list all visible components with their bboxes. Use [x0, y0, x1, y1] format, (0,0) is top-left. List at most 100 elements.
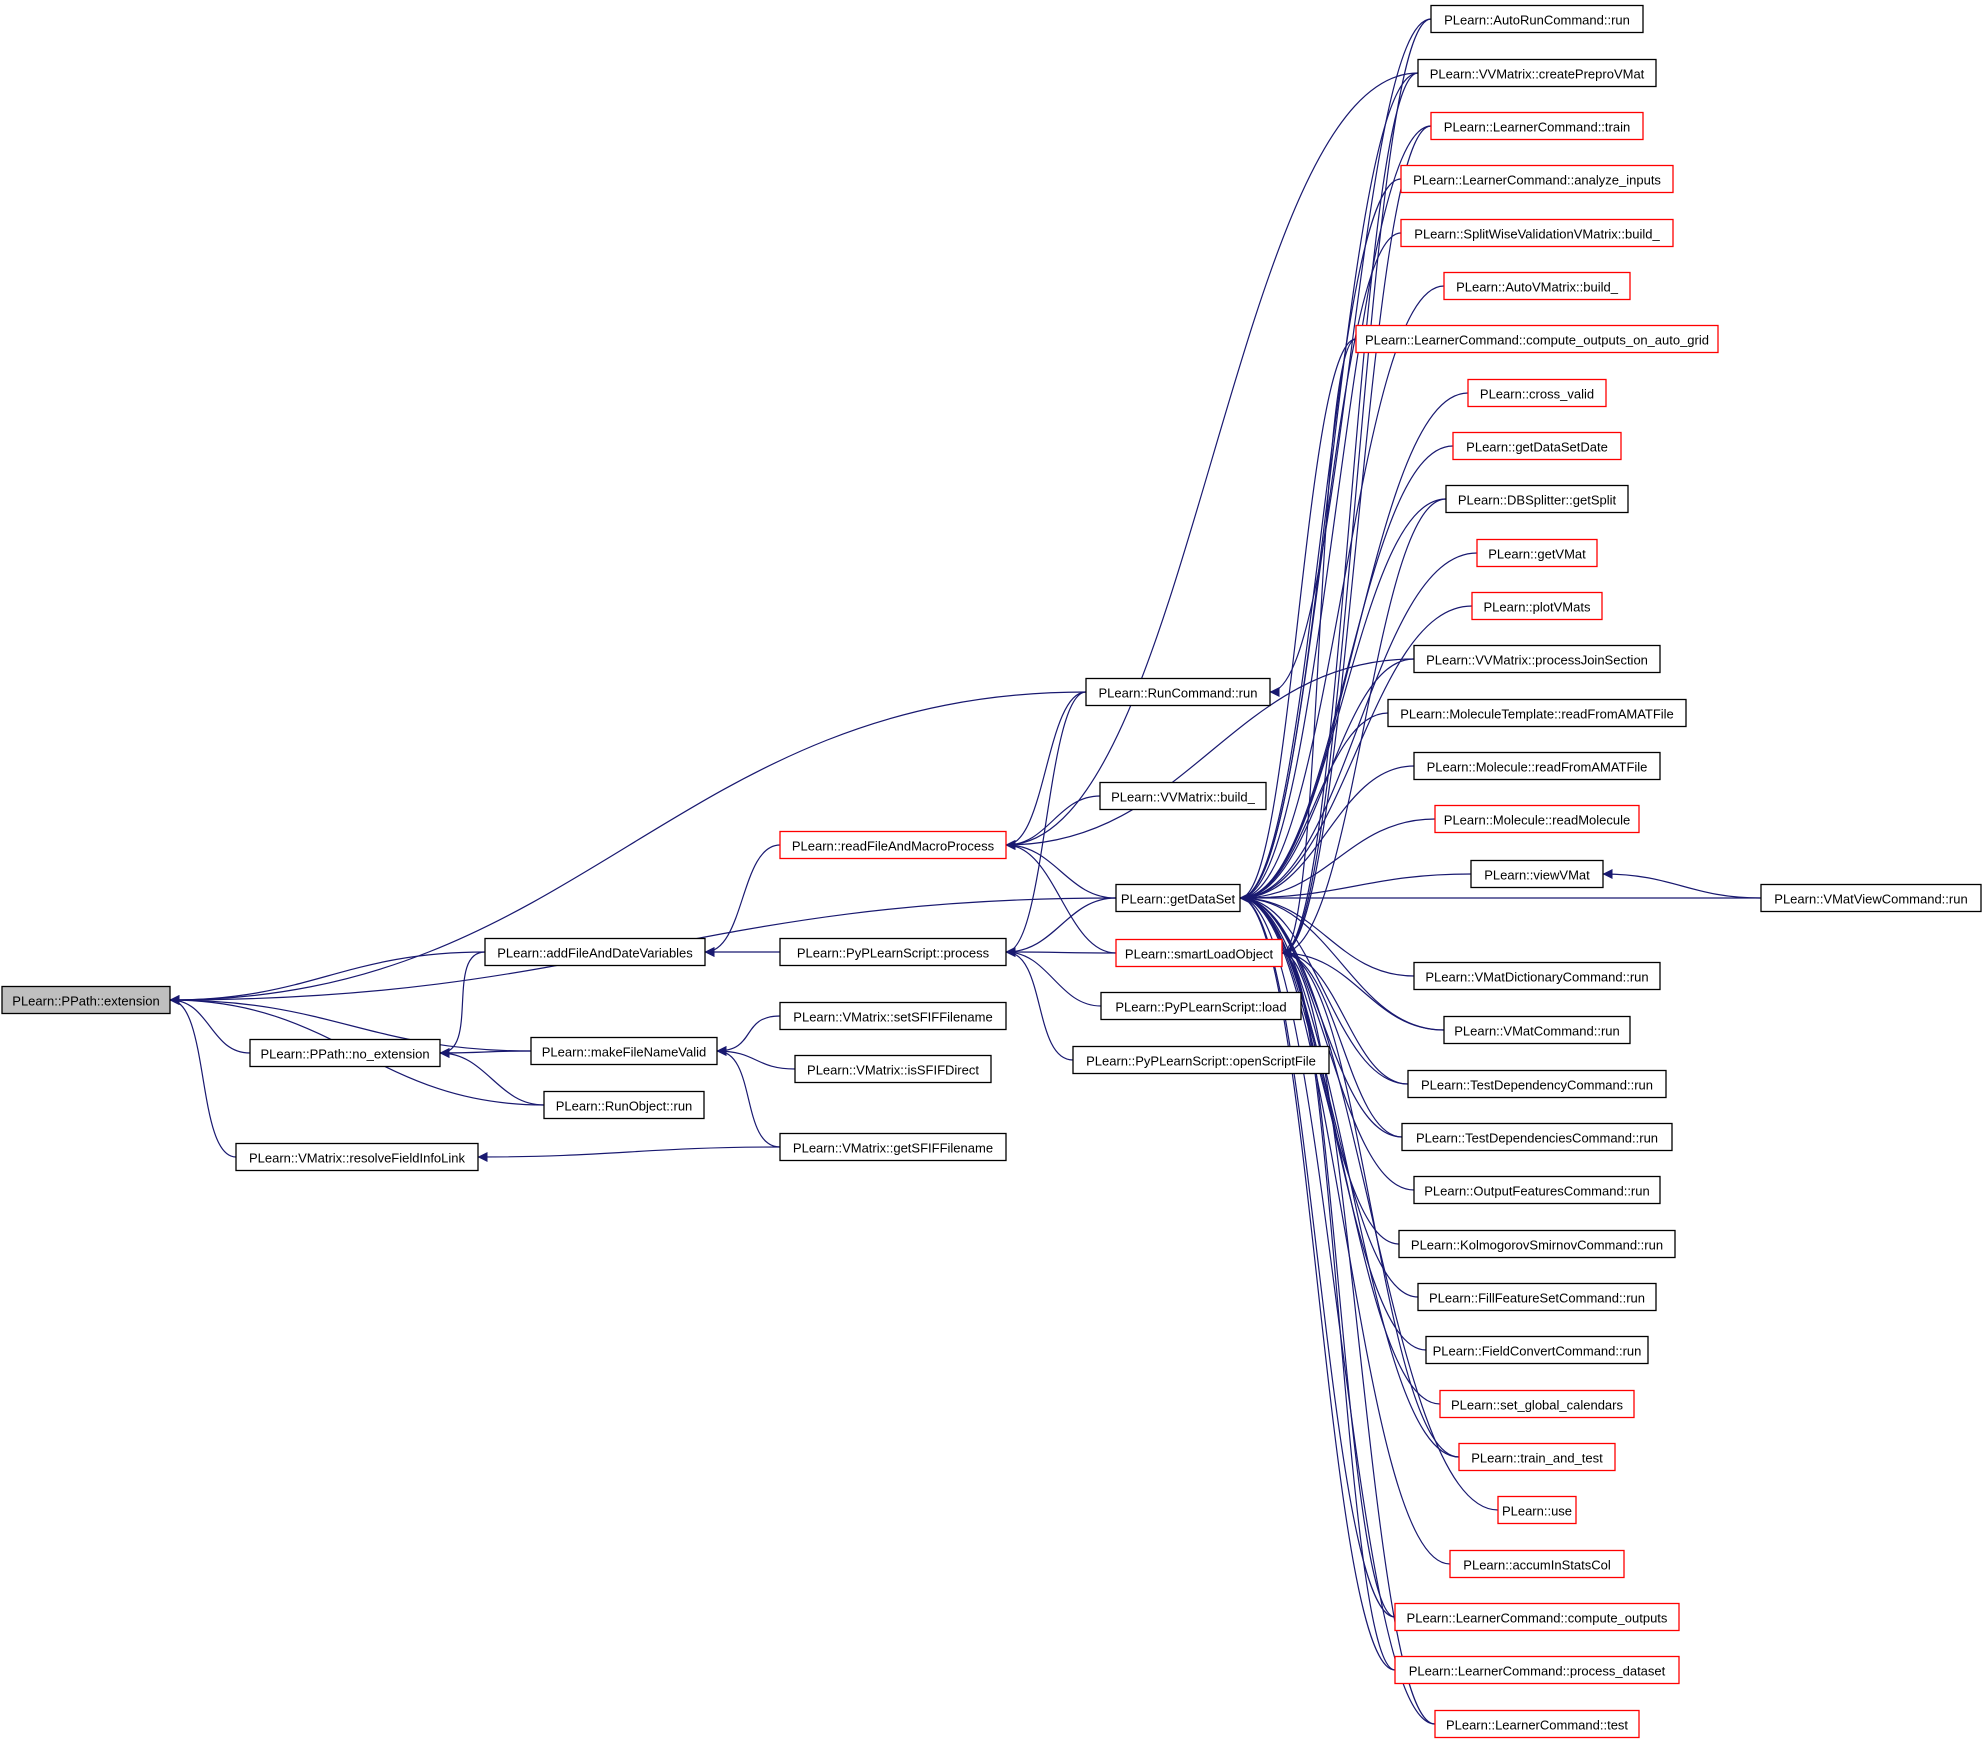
node-n5[interactable]: PLearn::makeFileNameValid: [530, 1036, 718, 1066]
node-box[interactable]: [1445, 484, 1629, 514]
node-box[interactable]: [1470, 859, 1604, 889]
node-n4[interactable]: PLearn::PPath::no_extension: [249, 1038, 441, 1068]
node-n49[interactable]: PLearn::LearnerCommand::test: [1434, 1709, 1640, 1739]
node-box[interactable]: [1413, 751, 1661, 781]
node-n19[interactable]: PLearn::LearnerCommand::train: [1430, 111, 1644, 141]
node-box[interactable]: [235, 1142, 479, 1172]
node-box[interactable]: [1072, 1045, 1330, 1075]
node-n16[interactable]: PLearn::PyPLearnScript::load: [1100, 991, 1302, 1021]
node-n38[interactable]: PLearn::TestDependenciesCommand::run: [1401, 1122, 1673, 1152]
node-n15[interactable]: PLearn::smartLoadObject: [1115, 938, 1283, 968]
node-n8[interactable]: PLearn::readFileAndMacroProcess: [779, 830, 1007, 860]
node-n37[interactable]: PLearn::TestDependencyCommand::run: [1407, 1069, 1667, 1099]
node-n18[interactable]: PLearn::VVMatrix::createPreproVMat: [1417, 58, 1657, 88]
node-n48[interactable]: PLearn::LearnerCommand::process_dataset: [1394, 1655, 1680, 1685]
node-box[interactable]: [1407, 1069, 1667, 1099]
node-box[interactable]: [1443, 1015, 1631, 1045]
node-n36[interactable]: PLearn::VMatCommand::run: [1443, 1015, 1631, 1045]
node-n35[interactable]: PLearn::VMatDictionaryCommand::run: [1413, 961, 1661, 991]
node-box[interactable]: [1439, 1389, 1635, 1419]
node-box[interactable]: [1434, 1709, 1640, 1739]
node-n20[interactable]: PLearn::LearnerCommand::analyze_inputs: [1400, 164, 1674, 194]
node-box[interactable]: [1401, 1122, 1673, 1152]
node-box[interactable]: [1394, 1602, 1680, 1632]
node-box[interactable]: [1355, 324, 1719, 354]
node-n3[interactable]: PLearn::addFileAndDateVariables: [484, 937, 706, 967]
node-box[interactable]: [779, 1001, 1007, 1031]
node-n13[interactable]: PLearn::AutoRunCommand::run: [1430, 4, 1644, 34]
node-n47[interactable]: PLearn::LearnerCommand::compute_outputs: [1394, 1602, 1680, 1632]
node-n2[interactable]: PLearn::getDataSet: [1115, 883, 1241, 913]
node-n10[interactable]: PLearn::VMatrix::setSFIFFilename: [779, 1001, 1007, 1031]
node-box[interactable]: [1413, 961, 1661, 991]
node-n7[interactable]: PLearn::VMatrix::resolveFieldInfoLink: [235, 1142, 479, 1172]
node-n32[interactable]: PLearn::Molecule::readMolecule: [1434, 804, 1640, 834]
node-n1[interactable]: PLearn::RunCommand::run: [1085, 677, 1271, 707]
node-n17[interactable]: PLearn::PyPLearnScript::openScriptFile: [1072, 1045, 1330, 1075]
node-n31[interactable]: PLearn::Molecule::readFromAMATFile: [1413, 751, 1661, 781]
node-n30[interactable]: PLearn::MoleculeTemplate::readFromAMATFi…: [1387, 698, 1687, 728]
node-n27[interactable]: PLearn::getVMat: [1476, 538, 1598, 568]
node-n11[interactable]: PLearn::VMatrix::isSFIFDirect: [794, 1054, 992, 1084]
node-box[interactable]: [484, 937, 706, 967]
node-box[interactable]: [1394, 1655, 1680, 1685]
node-box[interactable]: [794, 1054, 992, 1084]
node-box[interactable]: [1, 985, 171, 1015]
node-n24[interactable]: PLearn::cross_valid: [1467, 378, 1607, 408]
node-n23[interactable]: PLearn::LearnerCommand::compute_outputs_…: [1355, 324, 1719, 354]
node-n25[interactable]: PLearn::getDataSetDate: [1452, 431, 1622, 461]
node-box[interactable]: [1413, 1175, 1661, 1205]
node-n41[interactable]: PLearn::FillFeatureSetCommand::run: [1417, 1282, 1657, 1312]
node-n40[interactable]: PLearn::KolmogorovSmirnovCommand::run: [1398, 1229, 1676, 1259]
node-box[interactable]: [1417, 1282, 1657, 1312]
node-box[interactable]: [1115, 938, 1283, 968]
node-box[interactable]: [1452, 431, 1622, 461]
node-n0[interactable]: PLearn::PPath::extension: [1, 985, 171, 1015]
node-box[interactable]: [1400, 218, 1674, 248]
node-n42[interactable]: PLearn::FieldConvertCommand::run: [1425, 1335, 1649, 1365]
node-n28[interactable]: PLearn::plotVMats: [1471, 591, 1603, 621]
node-box[interactable]: [1387, 698, 1687, 728]
node-box[interactable]: [1430, 111, 1644, 141]
node-box[interactable]: [1099, 781, 1267, 811]
node-n6[interactable]: PLearn::RunObject::run: [543, 1090, 705, 1120]
node-box[interactable]: [1398, 1229, 1676, 1259]
node-box[interactable]: [1476, 538, 1598, 568]
node-box[interactable]: [1115, 883, 1241, 913]
node-box[interactable]: [1413, 644, 1661, 674]
node-n12[interactable]: PLearn::VMatrix::getSFIFFilename: [779, 1132, 1007, 1162]
node-box[interactable]: [1430, 4, 1644, 34]
node-n43[interactable]: PLearn::set_global_calendars: [1439, 1389, 1635, 1419]
node-n39[interactable]: PLearn::OutputFeaturesCommand::run: [1413, 1175, 1661, 1205]
node-n46[interactable]: PLearn::accumInStatsCol: [1449, 1549, 1625, 1579]
node-n26[interactable]: PLearn::DBSplitter::getSplit: [1445, 484, 1629, 514]
node-n45[interactable]: PLearn::use: [1497, 1495, 1577, 1525]
node-box[interactable]: [779, 937, 1007, 967]
node-box[interactable]: [1100, 991, 1302, 1021]
node-box[interactable]: [1425, 1335, 1649, 1365]
node-box[interactable]: [1085, 677, 1271, 707]
node-box[interactable]: [1760, 883, 1982, 913]
node-n21[interactable]: PLearn::SplitWiseValidationVMatrix::buil…: [1400, 218, 1674, 248]
node-box[interactable]: [1497, 1495, 1577, 1525]
node-n29[interactable]: PLearn::VVMatrix::processJoinSection: [1413, 644, 1661, 674]
node-box[interactable]: [249, 1038, 441, 1068]
node-box[interactable]: [1467, 378, 1607, 408]
node-box[interactable]: [1434, 804, 1640, 834]
node-n22[interactable]: PLearn::AutoVMatrix::build_: [1443, 271, 1631, 301]
node-box[interactable]: [1458, 1442, 1616, 1472]
node-box[interactable]: [543, 1090, 705, 1120]
node-box[interactable]: [1400, 164, 1674, 194]
node-n14[interactable]: PLearn::VVMatrix::build_: [1099, 781, 1267, 811]
node-box[interactable]: [530, 1036, 718, 1066]
node-box[interactable]: [779, 830, 1007, 860]
node-n9[interactable]: PLearn::PyPLearnScript::process: [779, 937, 1007, 967]
node-box[interactable]: [1471, 591, 1603, 621]
node-box[interactable]: [779, 1132, 1007, 1162]
node-n44[interactable]: PLearn::train_and_test: [1458, 1442, 1616, 1472]
node-n34[interactable]: PLearn::VMatViewCommand::run: [1760, 883, 1982, 913]
node-box[interactable]: [1443, 271, 1631, 301]
node-n33[interactable]: PLearn::viewVMat: [1470, 859, 1604, 889]
node-box[interactable]: [1449, 1549, 1625, 1579]
node-box[interactable]: [1417, 58, 1657, 88]
